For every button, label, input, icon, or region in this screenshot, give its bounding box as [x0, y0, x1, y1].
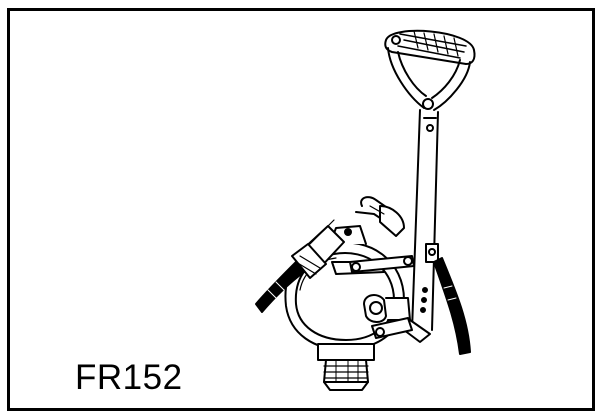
- d-handle-yoke: [387, 47, 471, 111]
- intake-port: [363, 294, 411, 323]
- outlet-arm: [291, 219, 345, 279]
- d-handle-grip: [384, 29, 476, 65]
- discharge-hose: [255, 261, 305, 313]
- spout-nozzle: [355, 196, 405, 237]
- linkage: [349, 255, 415, 339]
- figure-frame: [7, 8, 595, 411]
- figure-label: FR152: [75, 358, 183, 397]
- suction-hose: [433, 257, 471, 355]
- bung-adapter: [317, 343, 375, 391]
